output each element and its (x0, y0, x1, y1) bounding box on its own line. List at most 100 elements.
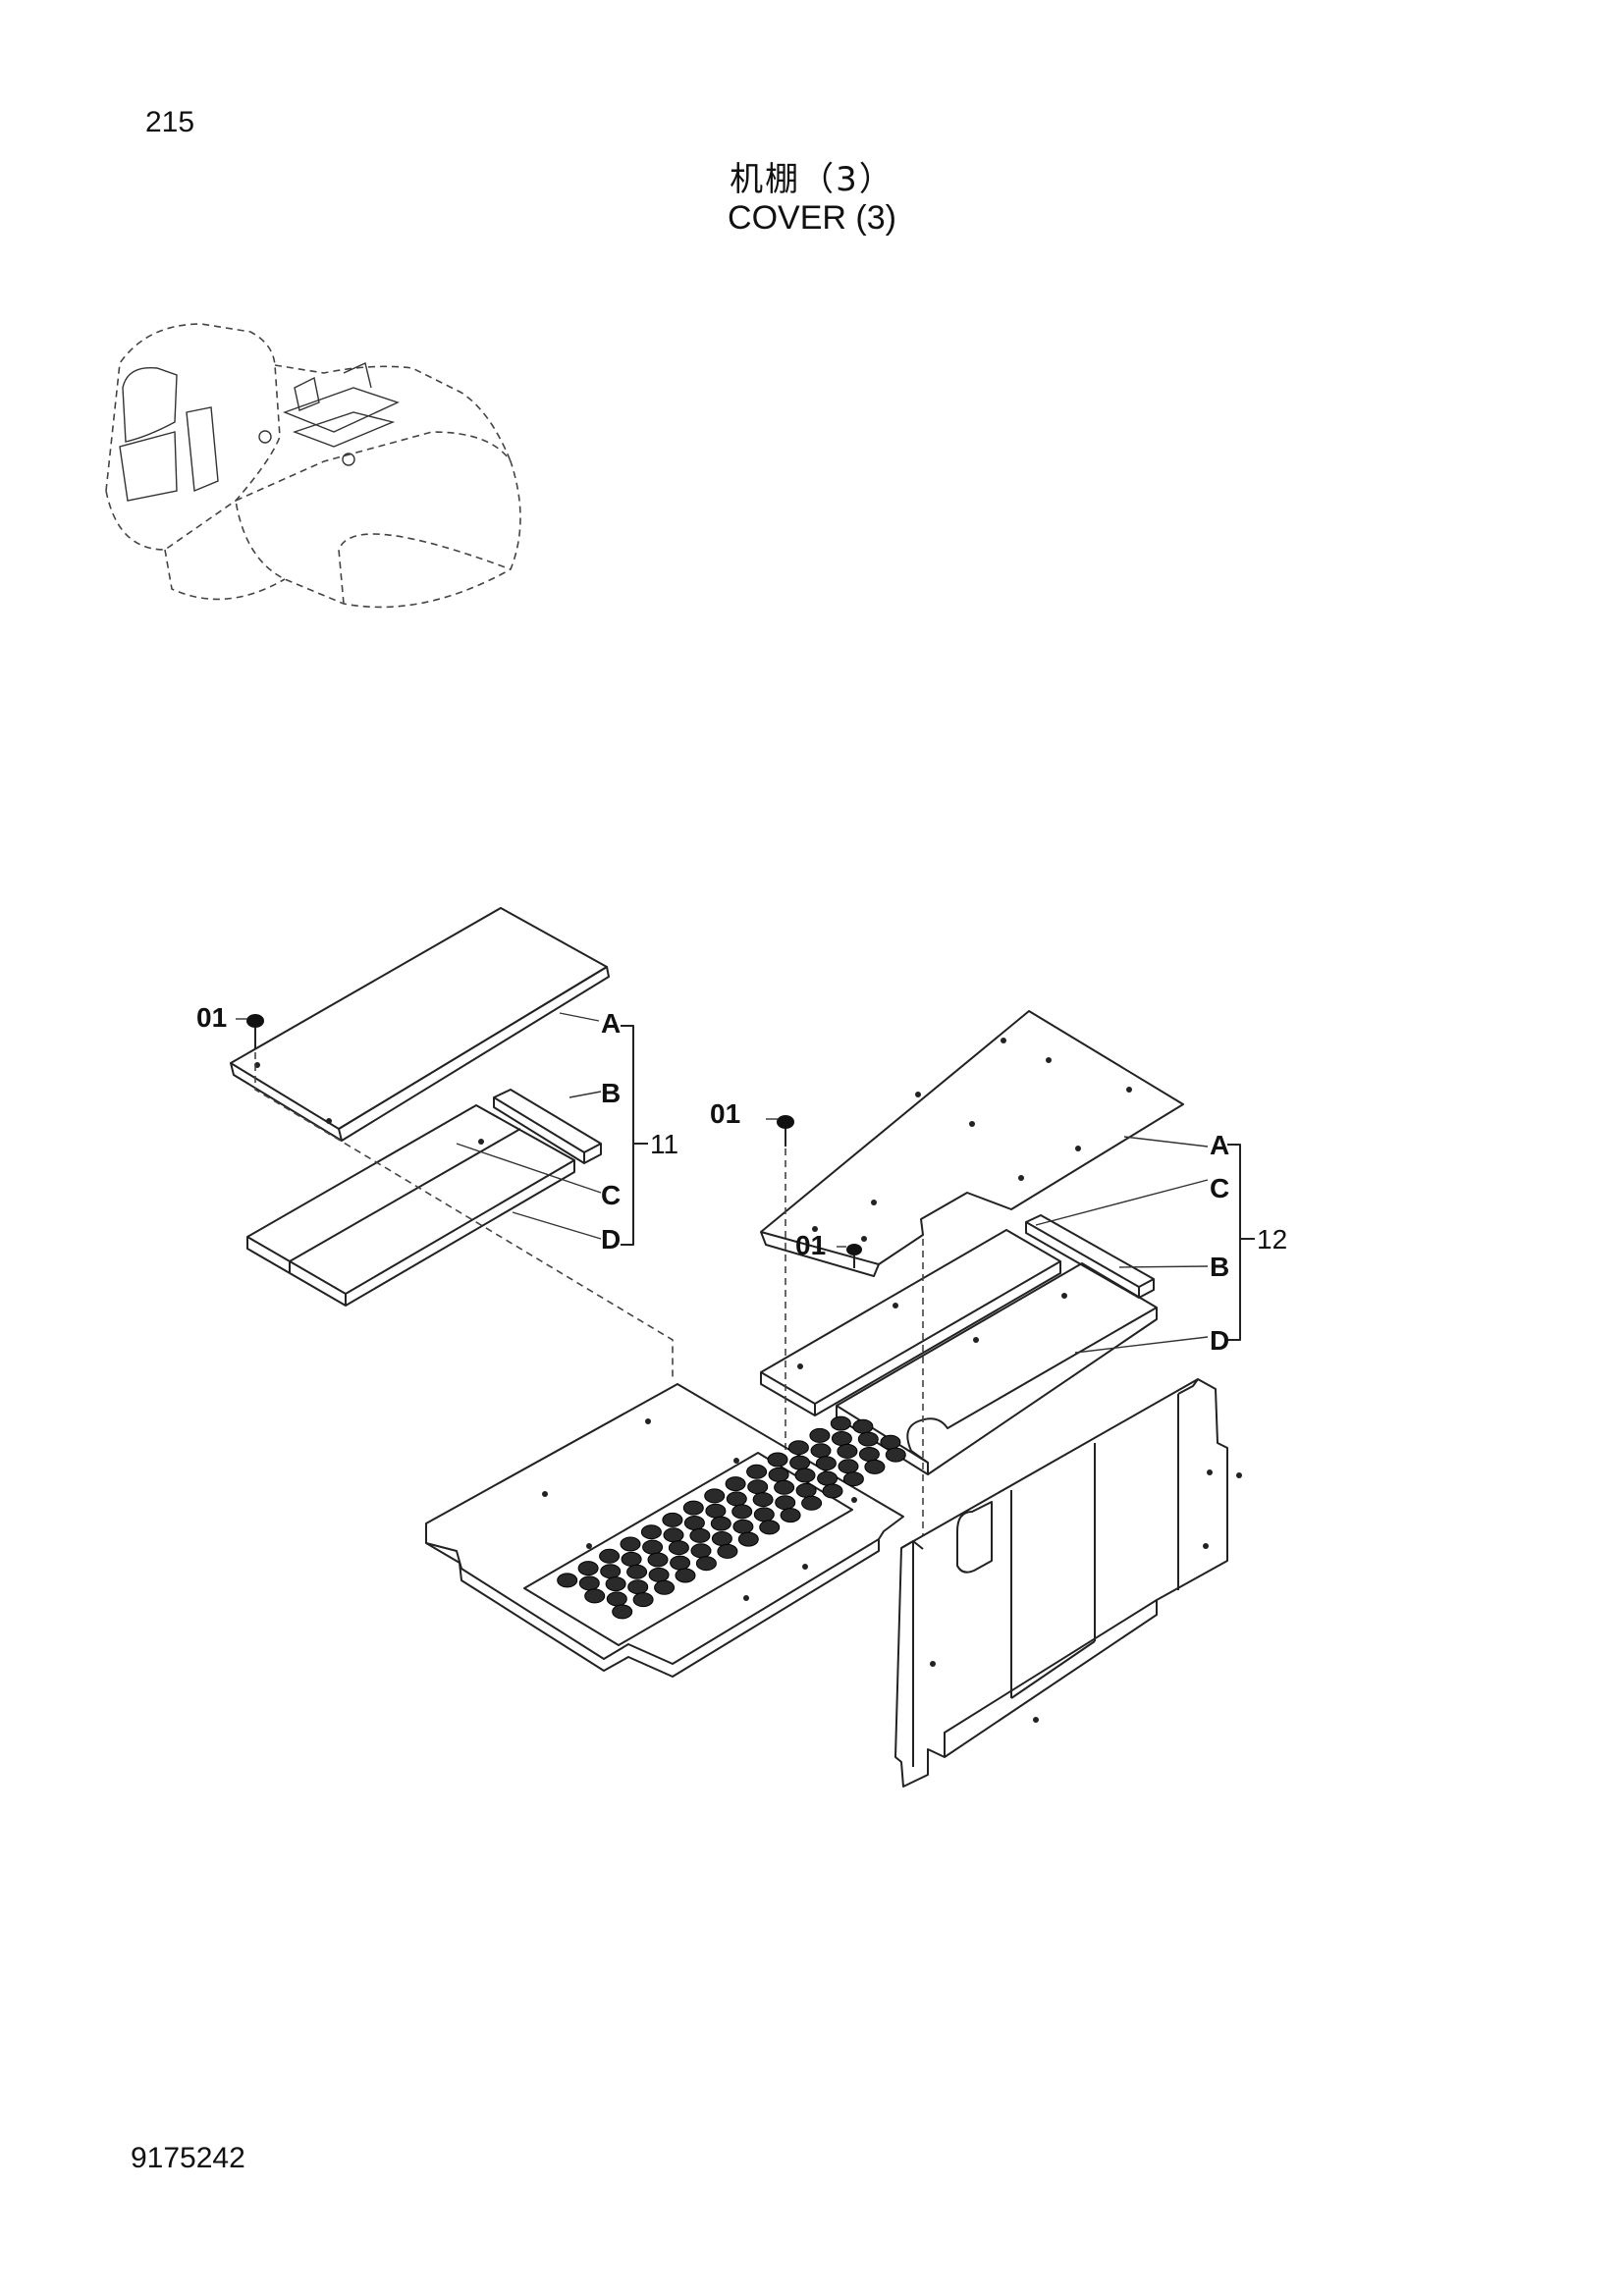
perforation-hole (842, 1471, 864, 1487)
bolt-icon (846, 1244, 862, 1268)
perforation-hole (795, 1482, 817, 1498)
perforation-hole (864, 1459, 886, 1474)
perforation-hole (775, 1495, 796, 1511)
perforation-hole (810, 1443, 832, 1459)
perforation-hole (767, 1452, 788, 1468)
perforation-hole (725, 1476, 746, 1492)
perforation-hole (620, 1536, 641, 1552)
bolt-icon (246, 1014, 264, 1048)
callout-bolt-left: 01 (196, 1002, 227, 1033)
perforation-hole (857, 1431, 879, 1447)
perforation-hole (830, 1415, 851, 1431)
callout-group-12: 12 (1257, 1224, 1287, 1255)
perforation-hole (852, 1418, 874, 1434)
perforation-hole (689, 1527, 711, 1543)
perforation-pattern (557, 1415, 906, 1620)
callout-bolt-right-top: 01 (710, 1098, 740, 1129)
perforation-hole (577, 1561, 599, 1576)
perforation-hole (605, 1576, 626, 1592)
perforation-hole (822, 1483, 843, 1499)
perforation-hole (704, 1488, 726, 1504)
perforation-hole (662, 1512, 683, 1527)
perforation-hole (663, 1527, 684, 1543)
perforation-hole (817, 1470, 839, 1486)
callout-bolt-right-mid: 01 (795, 1230, 826, 1260)
title-chinese: 机棚（3） (730, 160, 894, 199)
left-cover-assembly (230, 907, 674, 1379)
callout-right-d: D (1210, 1325, 1229, 1356)
perforation-hole (746, 1464, 768, 1479)
perforation-hole (880, 1434, 901, 1450)
perforation-hole (705, 1503, 727, 1519)
perforation-hole (732, 1519, 754, 1534)
perforation-hole (752, 1492, 774, 1508)
callout-left-a: A (601, 1008, 621, 1039)
perforation-hole (815, 1456, 837, 1471)
perforation-hole (612, 1604, 633, 1620)
perforation-hole (654, 1579, 676, 1595)
perforation-hole (726, 1491, 747, 1507)
perforation-hole (627, 1579, 649, 1595)
page-number: 215 (145, 106, 195, 138)
perforation-hole (690, 1543, 712, 1559)
perforation-hole (600, 1564, 622, 1579)
perforation-hole (831, 1431, 852, 1446)
perforation-hole (683, 1516, 705, 1530)
perforation-hole (578, 1575, 600, 1591)
perforation-hole (670, 1555, 691, 1571)
perforation-hole (885, 1447, 906, 1463)
perforation-hole (668, 1540, 689, 1556)
callout-group-11: 11 (650, 1129, 678, 1159)
floor-plate (425, 1383, 904, 1678)
perforation-hole (675, 1568, 696, 1583)
perforation-hole (774, 1479, 795, 1495)
perforation-hole (648, 1567, 670, 1582)
perforation-hole (759, 1520, 781, 1535)
document-number: 9175242 (131, 2142, 245, 2174)
perforation-hole (632, 1592, 654, 1608)
perforation-hole (809, 1427, 831, 1443)
perforation-hole (747, 1479, 769, 1495)
callout-left-c: C (601, 1180, 621, 1210)
callout-labels: 01 A B 11 C D 01 01 A C 12 B D (196, 1002, 1287, 1356)
perforation-hole (599, 1548, 621, 1564)
perforation-hole (640, 1524, 662, 1540)
callout-left-d: D (601, 1224, 621, 1255)
perforation-hole (768, 1467, 789, 1482)
left-leader-lines (236, 1012, 602, 1240)
perforation-hole (711, 1531, 732, 1546)
callout-right-a: A (1210, 1130, 1229, 1160)
perforation-hole (801, 1495, 823, 1511)
perforation-hole (717, 1543, 738, 1559)
perforation-hole (584, 1588, 606, 1604)
perforation-hole (753, 1507, 775, 1522)
perforation-hole (858, 1447, 880, 1462)
bolt-icon (777, 1115, 794, 1147)
right-leader-lines (766, 1118, 1209, 1354)
callout-right-c: C (1210, 1173, 1229, 1203)
right-cover-assembly (760, 1010, 1255, 1536)
perforation-hole (737, 1531, 759, 1547)
perforation-hole (794, 1468, 816, 1483)
perforation-hole (606, 1591, 627, 1607)
perforation-hole (837, 1443, 858, 1459)
perforation-hole (626, 1564, 648, 1579)
perforation-hole (647, 1552, 669, 1568)
perforation-hole (780, 1508, 801, 1523)
side-panel (894, 1378, 1242, 1788)
perforation-hole (557, 1573, 578, 1588)
callout-right-b: B (1210, 1252, 1229, 1282)
excavator-overview-icon (105, 323, 521, 609)
callout-left-b: B (601, 1078, 621, 1108)
perforation-hole (789, 1455, 811, 1470)
perforation-hole (787, 1440, 809, 1456)
perforation-hole (695, 1556, 717, 1572)
title-english: COVER (3) (728, 199, 896, 237)
perforation-hole (642, 1539, 664, 1555)
perforation-hole (731, 1504, 753, 1520)
perforation-hole (621, 1551, 642, 1567)
perforation-hole (682, 1500, 704, 1516)
perforation-hole (710, 1516, 731, 1531)
perforation-hole (838, 1459, 859, 1474)
